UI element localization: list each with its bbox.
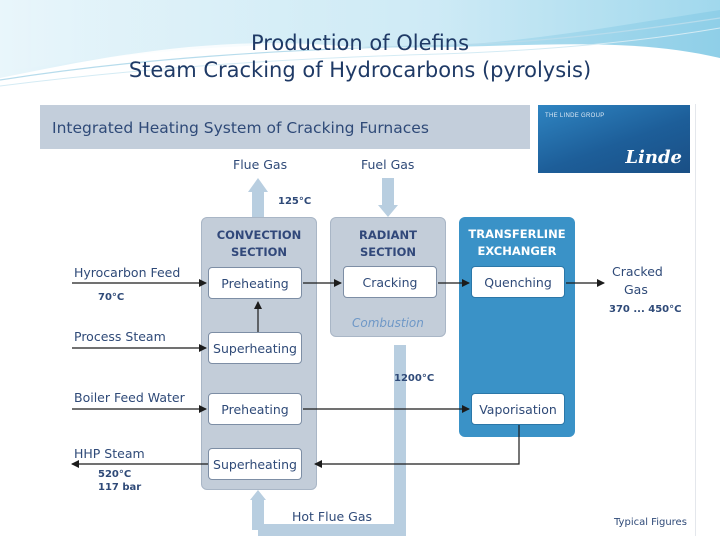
title-line-1: Production of Olefins (250, 31, 470, 55)
diagram-header-bar (40, 105, 530, 149)
combustion-temp: 1200°C (394, 373, 435, 384)
hot-flue-gas-arrowhead (250, 490, 266, 500)
hot-flue-gas-channel (258, 345, 406, 536)
convection-preheating-2-box: Preheating (208, 393, 302, 425)
header-swoosh (0, 0, 720, 87)
fuel-gas-arrowhead (378, 205, 398, 217)
transferline-title: TRANSFERLINE EXCHANGER (468, 227, 566, 258)
convection-superheating-box: Superheating (208, 332, 302, 364)
vaporisation-to-superheat-line (314, 425, 520, 468)
cracked-gas-label-2: Gas (624, 282, 648, 297)
fuel-gas-label: Fuel Gas (361, 157, 415, 172)
convection-superheating-2-box: Superheating (208, 448, 302, 480)
hydrocarbon-feed-label: Hyrocarbon Feed (74, 265, 181, 280)
hydrocarbon-feed-temp: 70°C (98, 292, 125, 303)
flue-gas-temp: 125°C (278, 196, 312, 207)
radiant-title: RADIANT SECTION (359, 228, 417, 259)
vaporisation-box: Vaporisation (471, 393, 565, 425)
convection-title: CONVECTION SECTION (216, 228, 302, 259)
cracked-gas-temp: 370 ... 450°C (609, 304, 682, 315)
flue-gas-label: Flue Gas (233, 157, 288, 172)
hhp-steam-pressure: 117 bar (98, 482, 142, 493)
typical-figures-note: Typical Figures (614, 517, 687, 528)
diagram-header: Integrated Heating System of Cracking Fu… (52, 119, 429, 137)
logo-brand: Linde (625, 147, 682, 168)
convection-preheating-box: Preheating (208, 267, 302, 299)
hot-flue-gas-label: Hot Flue Gas (292, 509, 373, 524)
cracked-gas-label-1: Cracked (612, 264, 663, 279)
hhp-steam-label: HHP Steam (74, 446, 145, 461)
process-steam-label: Process Steam (74, 329, 166, 344)
boiler-feed-water-label: Boiler Feed Water (74, 390, 185, 405)
logo-tagline: THE LINDE GROUP (545, 113, 605, 119)
quenching-box: Quenching (471, 266, 565, 298)
cracking-box: Cracking (343, 266, 437, 298)
diagram-frame (36, 104, 696, 536)
hhp-steam-temp: 520°C (98, 469, 132, 480)
title-line-2: Steam Cracking of Hydrocarbons (pyrolysi… (128, 58, 592, 82)
slide-title: Production of Olefins Steam Cracking of … (0, 30, 720, 84)
linde-logo: THE LINDE GROUP Linde (538, 105, 690, 173)
flue-gas-arrowhead (248, 178, 268, 192)
combustion-label: Combustion (352, 316, 424, 330)
